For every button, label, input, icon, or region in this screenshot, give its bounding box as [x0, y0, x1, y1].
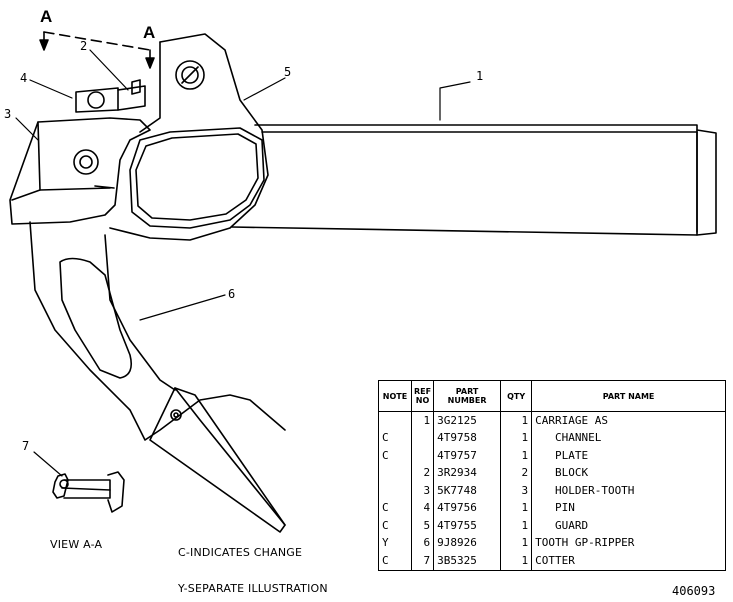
row-part-number: 3B5325 — [433, 552, 502, 571]
pin-assembly — [75, 79, 146, 113]
change-note: C-INDICATES CHANGE — [178, 546, 303, 559]
callout-4: 4 — [20, 71, 28, 85]
header-part-name: PART NAME — [531, 380, 726, 412]
carriage-beam — [231, 124, 717, 236]
callout-3: 3 — [4, 107, 12, 121]
row-part-name: HOLDER-TOOTH — [531, 482, 726, 500]
row-note: C — [378, 429, 412, 447]
leader-lines — [15, 49, 471, 477]
view-label: VIEW A-A — [50, 538, 103, 551]
row-ref: 1 — [410, 411, 435, 430]
header-note: NOTE — [378, 380, 412, 412]
row-part-number: 9J8926 — [433, 534, 502, 552]
row-note: C — [378, 552, 412, 571]
row-note: C — [378, 447, 412, 465]
row-part-number: 4T9758 — [433, 429, 502, 447]
row-part-number: 4T9755 — [433, 517, 502, 535]
row-ref: 6 — [410, 534, 435, 552]
row-part-name: CARRIAGE AS — [531, 411, 726, 430]
view-a-a-cotter — [52, 471, 125, 513]
row-note: C — [378, 517, 412, 535]
row-part-number: 5K7748 — [433, 482, 502, 500]
parts-table-header: NOTE REF NO PART NUMBER QTY PART NAME — [378, 380, 726, 412]
row-part-name: TOOTH GP-RIPPER — [531, 534, 726, 552]
section-mark-right: A — [143, 23, 156, 42]
ripper-tip — [149, 387, 286, 533]
header-qty: QTY — [500, 380, 533, 412]
callout-2: 2 — [80, 39, 88, 53]
row-qty: 1 — [500, 499, 533, 517]
row-part-name: PIN — [531, 499, 726, 517]
drawing-number: 406093 — [672, 584, 716, 598]
row-ref — [410, 447, 435, 465]
row-ref — [410, 429, 435, 447]
row-note — [378, 464, 412, 482]
row-ref: 2 — [410, 464, 435, 482]
row-part-number: 3R2934 — [433, 464, 502, 482]
row-note: Y — [378, 534, 412, 552]
row-part-number: 3G2125 — [433, 411, 502, 430]
row-ref: 3 — [410, 482, 435, 500]
row-qty: 1 — [500, 429, 533, 447]
header-ref: REF NO — [410, 380, 435, 412]
callout-1: 1 — [476, 69, 484, 83]
row-qty: 1 — [500, 517, 533, 535]
row-part-name: CHANNEL — [531, 429, 726, 447]
row-ref: 7 — [410, 552, 435, 571]
ripper-shank — [29, 221, 286, 441]
row-part-name: BLOCK — [531, 464, 726, 482]
row-part-name: PLATE — [531, 447, 726, 465]
row-note — [378, 482, 412, 500]
row-qty: 1 — [500, 447, 533, 465]
carriage-housing — [109, 33, 269, 241]
callout-6: 6 — [228, 287, 236, 301]
row-qty: 1 — [500, 411, 533, 430]
row-ref: 5 — [410, 517, 435, 535]
row-part-number: 4T9756 — [433, 499, 502, 517]
callout-7: 7 — [22, 439, 30, 453]
row-qty: 1 — [500, 552, 533, 571]
row-qty: 2 — [500, 464, 533, 482]
header-part-number: PART NUMBER — [433, 380, 502, 412]
row-qty: 3 — [500, 482, 533, 500]
row-qty: 1 — [500, 534, 533, 552]
section-mark-left: A — [40, 7, 53, 26]
separate-note: Y-SEPARATE ILLUSTRATION — [178, 582, 328, 595]
section-line-a-a — [39, 31, 155, 69]
row-note — [378, 411, 412, 430]
callout-5: 5 — [284, 65, 292, 79]
row-ref: 4 — [410, 499, 435, 517]
holder-tooth — [9, 117, 151, 225]
row-part-name: COTTER — [531, 552, 726, 571]
row-part-name: GUARD — [531, 517, 726, 535]
row-part-number: 4T9757 — [433, 447, 502, 465]
row-note: C — [378, 499, 412, 517]
